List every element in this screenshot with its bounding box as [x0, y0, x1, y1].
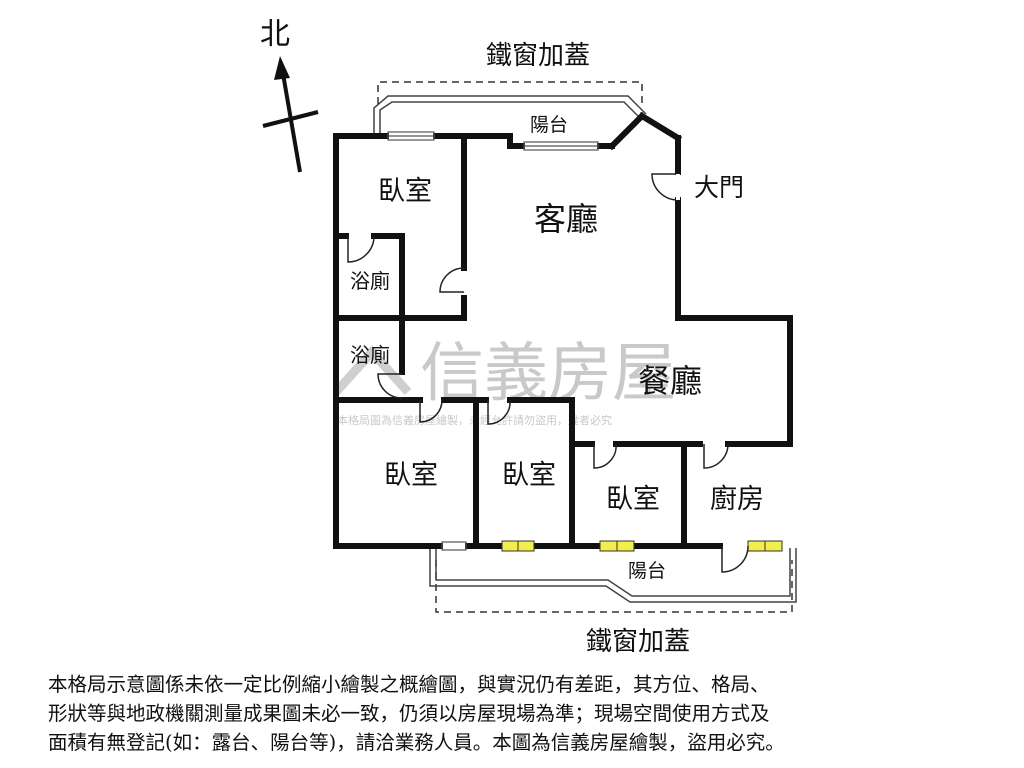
disclaimer: 本格局示意圖係未依一定比例縮小繪製之概繪圖，與實況仍有差距，其方位、格局、 形狀…: [48, 670, 988, 757]
dining-room-label: 餐廳: [638, 362, 702, 400]
bath-upper-label: 浴廁: [350, 269, 390, 293]
disclaimer-line-3: 面積有無登記(如：露台、陽台等)，請洽業務人員。本圖為信義房屋繪製，盜用必究。: [48, 731, 785, 754]
watermark-logo: [332, 345, 412, 396]
disclaimer-line-1: 本格局示意圖係未依一定比例縮小繪製之概繪圖，與實況仍有差距，其方位、格局、: [48, 673, 770, 696]
balcony-bottom-label: 陽台: [628, 560, 666, 582]
balcony-bottom-rail: [429, 548, 797, 603]
walls: [333, 111, 793, 549]
floor-plan: 信義房屋 本格局圖為信義房屋繪製，未經允許請勿盜用，違者必究 北: [260, 17, 797, 657]
bedroom-s-label: 臥室: [502, 460, 556, 491]
living-room-label: 客廳: [534, 200, 598, 238]
main-door-label: 大門: [694, 173, 744, 202]
kitchen-label: 廚房: [710, 484, 764, 515]
cover-bottom-label: 鐵窗加蓋: [586, 627, 690, 657]
room-labels: 鐵窗加蓋 陽台 大門 客廳 臥室 浴廁 浴廁 餐廳 臥室 臥室 臥室 廚房 陽台…: [350, 41, 764, 657]
bedroom-sw-label: 臥室: [384, 460, 438, 491]
windows: [387, 131, 599, 551]
bedroom-se-label: 臥室: [606, 484, 660, 515]
doors: [347, 173, 749, 573]
balcony-top-rail: [373, 95, 647, 134]
disclaimer-line-2: 形狀等與地政機關測量成果圖未必一致，仍須以房屋現場為準；現場空間使用方式及: [48, 702, 770, 725]
iron-cover-top: [377, 81, 643, 104]
bedroom-nw-label: 臥室: [378, 176, 432, 207]
north-arrow: 北: [260, 17, 319, 173]
cover-top-label: 鐵窗加蓋: [486, 41, 590, 71]
balcony-top-label: 陽台: [530, 114, 568, 136]
bath-lower-label: 浴廁: [350, 343, 390, 367]
north-label: 北: [260, 17, 290, 52]
